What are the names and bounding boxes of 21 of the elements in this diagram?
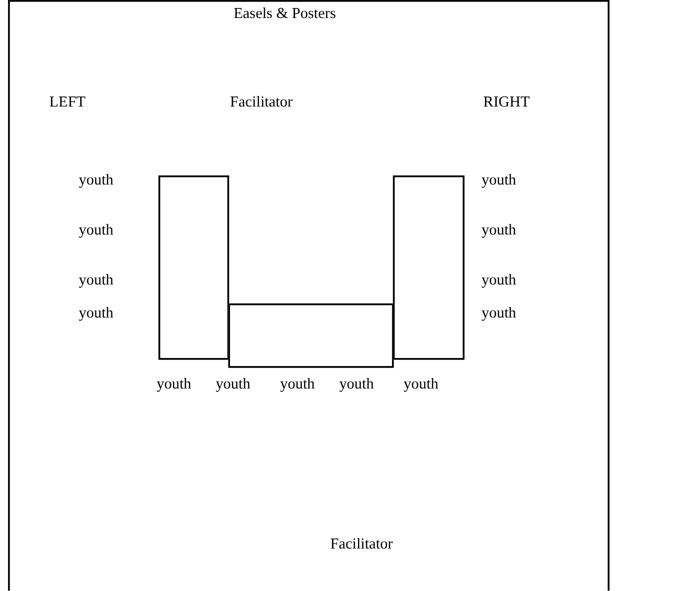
area-label: Easels & Posters bbox=[234, 4, 336, 22]
seat-label: youth bbox=[78, 271, 114, 290]
table bbox=[158, 175, 230, 360]
seat-label: youth bbox=[280, 375, 315, 393]
role-label: Facilitator bbox=[230, 93, 293, 111]
seat-label: youth bbox=[216, 375, 250, 393]
seat-label: youth bbox=[482, 271, 516, 290]
seat-label: youth bbox=[78, 304, 114, 322]
seat-label: youth bbox=[482, 170, 516, 189]
side-label: LEFT bbox=[49, 93, 86, 111]
seat-label: youth bbox=[78, 221, 114, 239]
seat-label: youth bbox=[78, 170, 114, 189]
seat-label: youth bbox=[482, 304, 516, 322]
seat-label: youth bbox=[482, 221, 516, 239]
table bbox=[392, 175, 464, 360]
table bbox=[228, 303, 394, 368]
side-label: RIGHT bbox=[483, 93, 530, 111]
seat-label: youth bbox=[339, 375, 374, 393]
role-label: Facilitator bbox=[330, 535, 393, 554]
seat-label: youth bbox=[156, 375, 192, 393]
seat-label: youth bbox=[404, 375, 438, 393]
